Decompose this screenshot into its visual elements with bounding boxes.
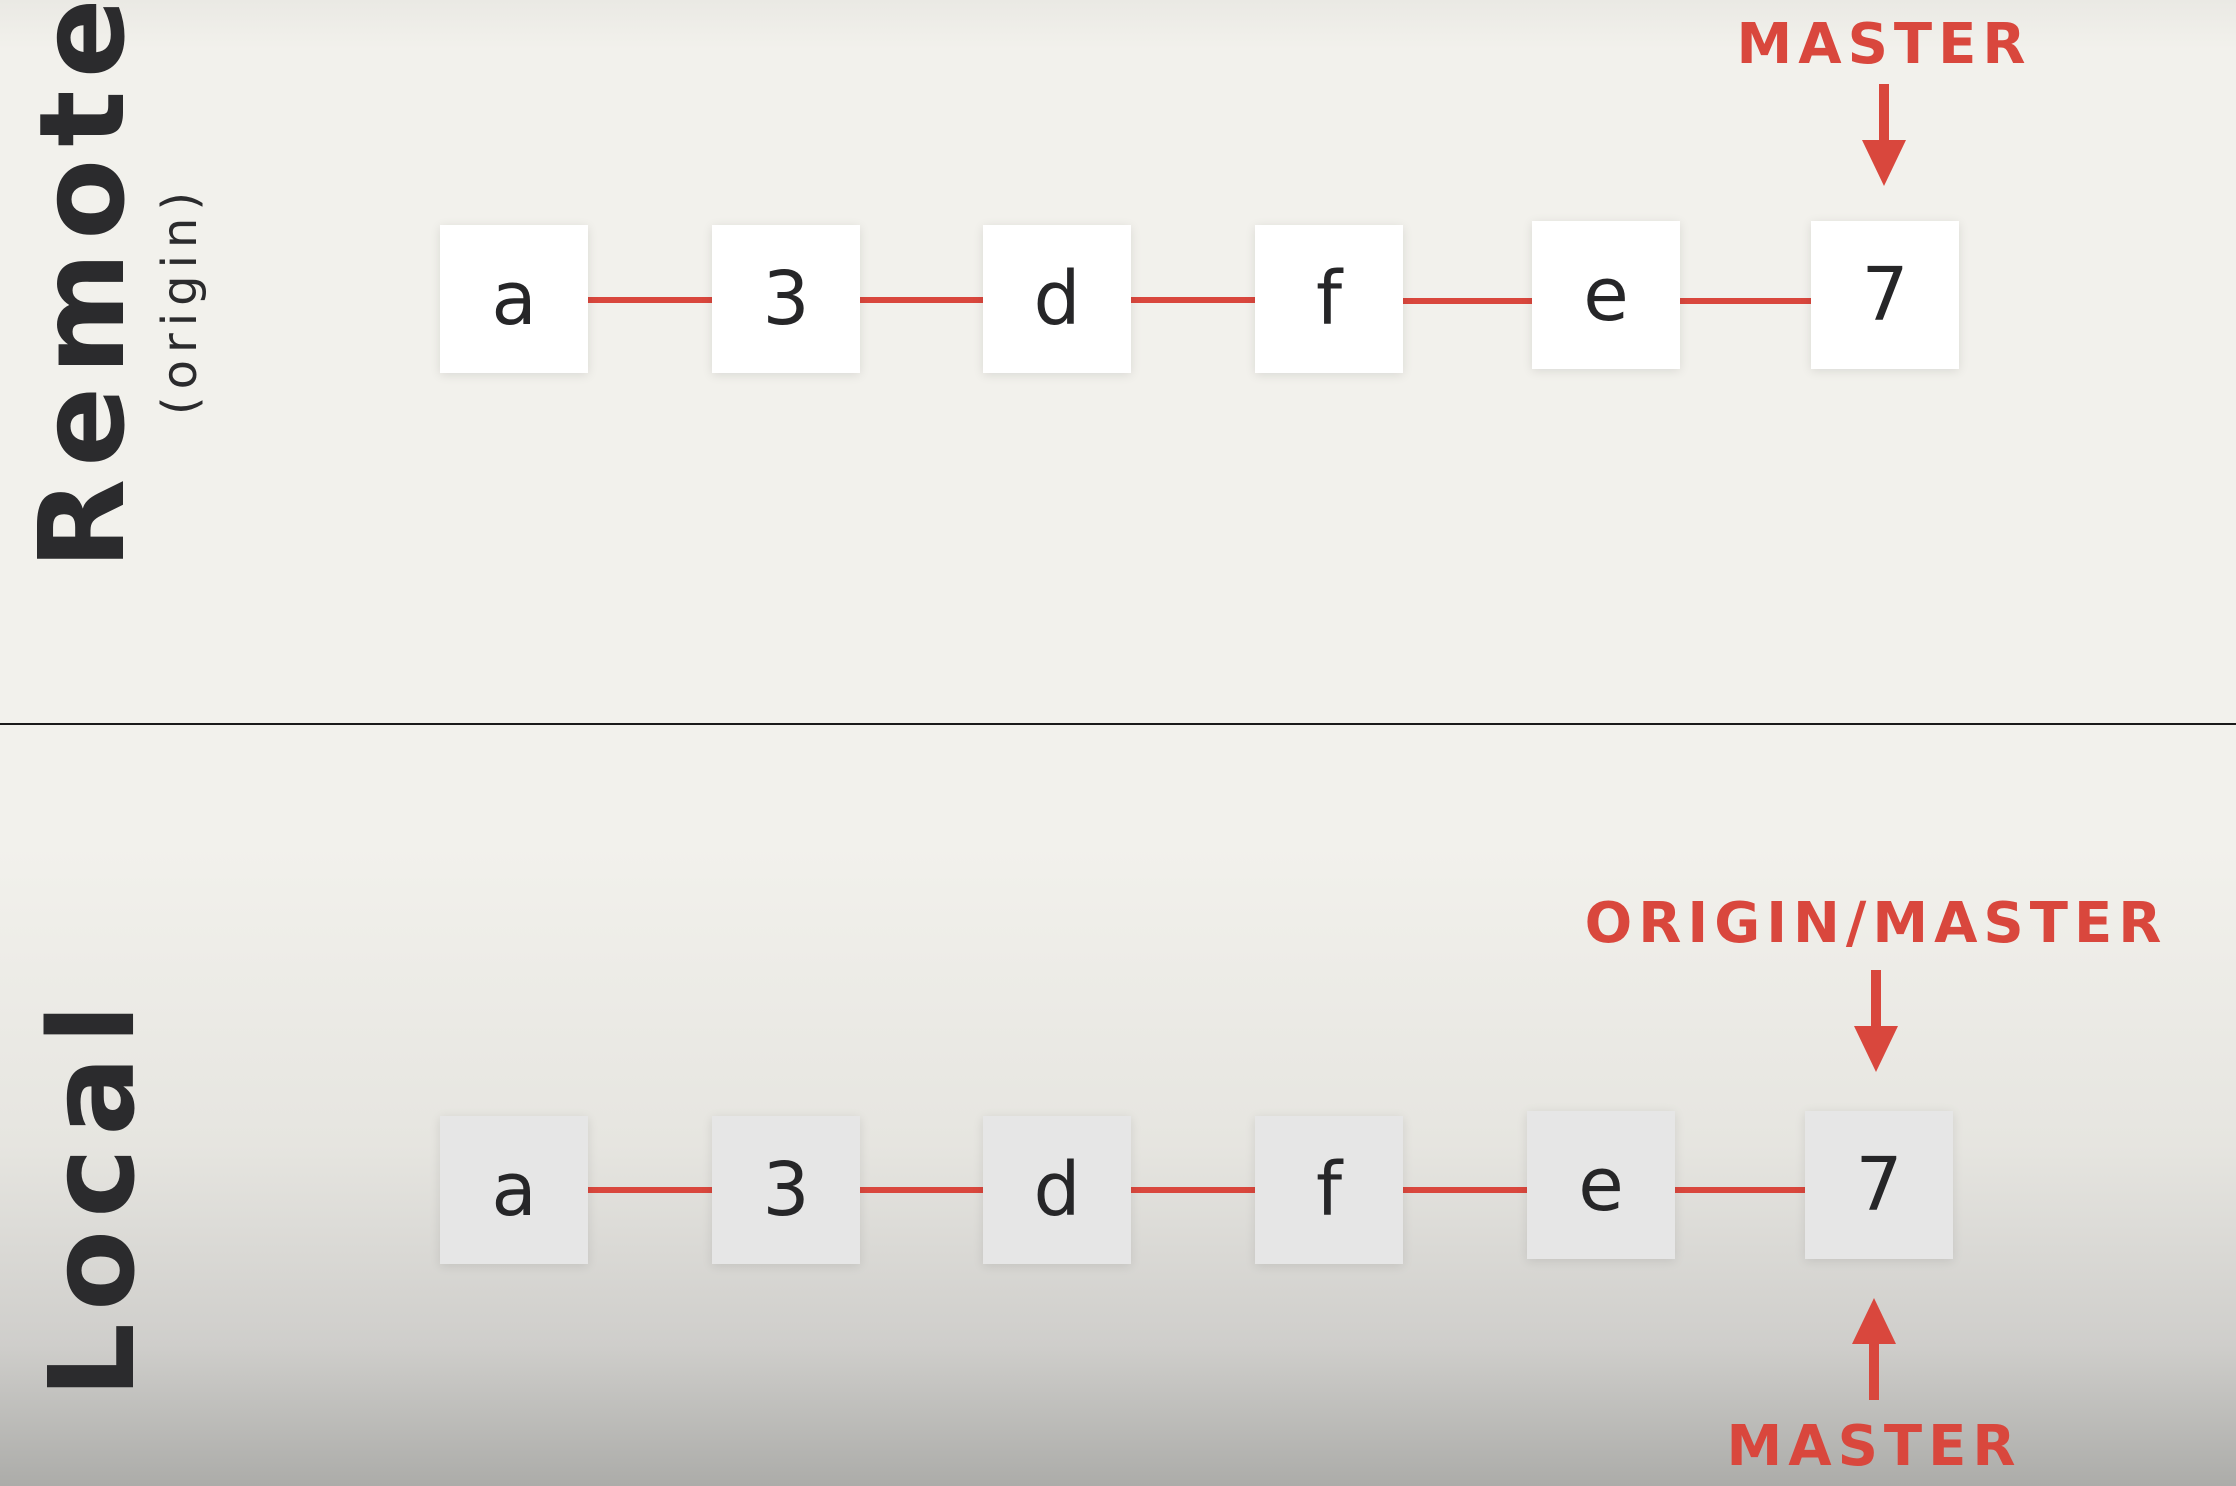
remote-subtitle: (origin): [152, 184, 208, 416]
remote-commit-e: e: [1532, 221, 1680, 369]
local-commit-3: 3: [712, 1116, 860, 1264]
remote-master-arrow-icon: [1862, 84, 1906, 186]
local-title: Local: [23, 991, 161, 1399]
remote-commit-d: d: [983, 225, 1131, 373]
local-origin-master-label: ORIGIN/MASTER: [1584, 891, 2168, 956]
remote-commit-3: 3: [712, 225, 860, 373]
local-commit-d: d: [983, 1116, 1131, 1264]
local-connector-1: [588, 1187, 712, 1193]
local-commit-f: f: [1255, 1116, 1403, 1264]
local-master-arrow-icon: [1852, 1298, 1896, 1400]
local-origin-master-arrow-icon: [1854, 970, 1898, 1072]
remote-title: Remote: [13, 0, 151, 570]
local-connector-2: [860, 1187, 984, 1193]
local-commit-a: a: [440, 1116, 588, 1264]
local-connector-4: [1403, 1187, 1527, 1193]
remote-connector-3: [1131, 297, 1255, 303]
remote-connector-2: [860, 297, 984, 303]
local-master-label: MASTER: [1726, 1414, 2022, 1479]
local-panel: [0, 725, 2236, 1486]
remote-master-label: MASTER: [1736, 12, 2032, 77]
local-connector-5: [1675, 1187, 1805, 1193]
remote-commit-a: a: [440, 225, 588, 373]
panel-divider: [0, 723, 2236, 725]
remote-commit-7: 7: [1811, 221, 1959, 369]
local-connector-3: [1131, 1187, 1255, 1193]
local-commit-7: 7: [1805, 1111, 1953, 1259]
remote-connector-4: [1403, 298, 1532, 304]
remote-connector-1: [588, 297, 712, 303]
local-commit-e: e: [1527, 1111, 1675, 1259]
remote-commit-f: f: [1255, 225, 1403, 373]
remote-connector-5: [1680, 298, 1811, 304]
